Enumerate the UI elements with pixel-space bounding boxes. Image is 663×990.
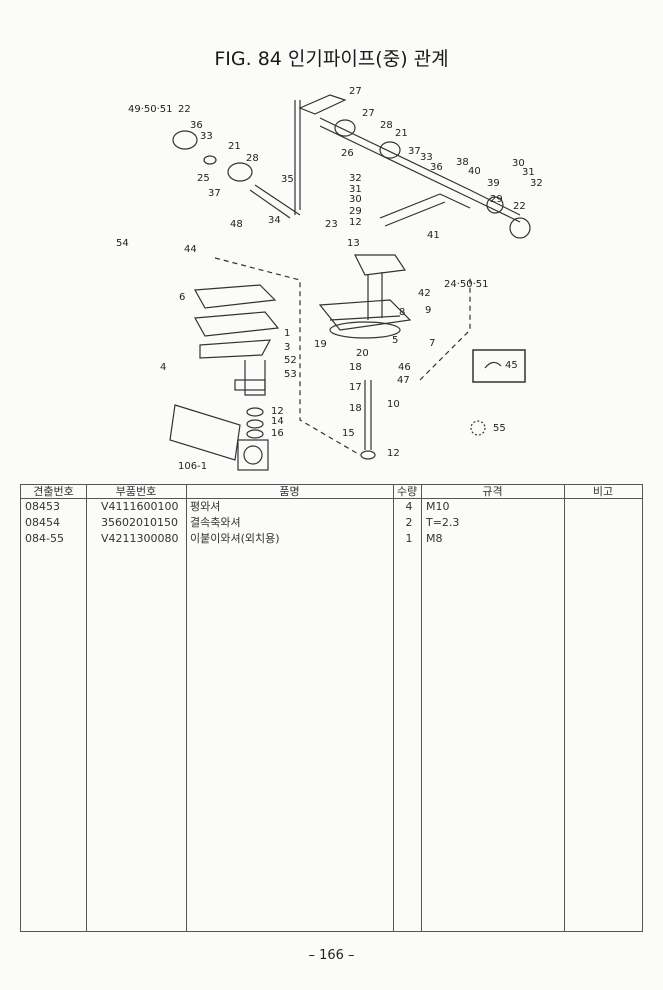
- callout-label: 38: [456, 157, 469, 168]
- callout-label: 27: [349, 86, 362, 97]
- callout-label: 22: [178, 104, 191, 115]
- callout-label: 52: [284, 355, 297, 366]
- callout-label: 30: [512, 158, 525, 169]
- table-header-row: [21, 485, 642, 499]
- callout-label: 106-1: [178, 461, 207, 472]
- callout-label: 7: [429, 338, 435, 349]
- callout-label: 25: [197, 173, 210, 184]
- callout-label: 8: [399, 307, 405, 318]
- callout-label: 15: [342, 428, 355, 439]
- callout-label: 6: [179, 292, 185, 303]
- page-number: – 166 –: [308, 948, 355, 963]
- callout-label: 16: [271, 428, 284, 439]
- callout-label: 48: [230, 219, 243, 230]
- header-quantity: 수량: [396, 485, 418, 498]
- cell-quantity: 2: [405, 516, 413, 529]
- callout-label: 47: [397, 375, 410, 386]
- callout-label: 49·50·51: [128, 104, 173, 115]
- callout-label: 32: [349, 173, 362, 184]
- callout-label: 31: [522, 167, 535, 178]
- callout-label: 39: [487, 178, 500, 189]
- cell-spec: T=2.3: [426, 516, 460, 529]
- callout-label: 53: [284, 369, 297, 380]
- callout-label: 5: [392, 335, 398, 346]
- callout-label: 14: [271, 416, 284, 427]
- callout-label: 46: [398, 362, 411, 373]
- callout-label: 21: [228, 141, 241, 152]
- cell-index-no: 08453: [25, 500, 60, 513]
- callout-label: 31: [349, 184, 362, 195]
- header-part-name: 품명: [279, 485, 300, 498]
- callout-label: 12: [387, 448, 400, 459]
- callout-label: 12: [271, 406, 284, 417]
- cell-part-name: 이붙이와셔(외치용): [190, 532, 280, 545]
- callout-label: 20: [356, 348, 369, 359]
- callout-label: 3: [284, 342, 290, 353]
- cell-part-no: V4211300080: [101, 532, 179, 545]
- callout-label: 19: [314, 339, 327, 350]
- cell-part-no: 35602010150: [101, 516, 178, 529]
- callout-label: 37: [208, 188, 221, 199]
- callout-label: 10: [387, 399, 400, 410]
- callout-label: 37: [408, 146, 421, 157]
- figure-title: FIG. 84 인기파이프(중) 관계: [214, 48, 449, 70]
- diagram-linework: [169, 94, 531, 471]
- callout-label: 28: [246, 153, 259, 164]
- callout-label: 1: [284, 328, 290, 339]
- callout-label: 17: [349, 382, 362, 393]
- callout-label: 45: [505, 360, 518, 371]
- callout-label: 24·50·51: [444, 279, 489, 290]
- callout-label: 23: [325, 219, 338, 230]
- callout-label: 40: [468, 166, 481, 177]
- callout-label: 26: [341, 148, 354, 159]
- header-remarks: 비고: [592, 485, 614, 498]
- callout-label: 18: [349, 403, 362, 414]
- callout-label: 36: [430, 162, 443, 173]
- cell-quantity: 4: [405, 500, 413, 513]
- cell-part-no: V4111600100: [101, 500, 179, 513]
- callout-label: 27: [362, 108, 375, 119]
- callout-label: 21: [395, 128, 408, 139]
- callout-label: 32: [530, 178, 543, 189]
- callout-label: 29: [349, 206, 362, 217]
- callout-label: 12: [349, 217, 362, 228]
- callout-label: 9: [425, 305, 431, 316]
- callout-label: 4: [160, 362, 166, 373]
- callout-label: 36: [190, 120, 203, 131]
- callout-label: 41: [427, 230, 440, 241]
- callout-label: 33: [200, 131, 213, 142]
- callout-label: 54: [116, 238, 129, 249]
- callout-label: 34: [268, 215, 281, 226]
- cell-part-name: 평와셔: [190, 500, 221, 513]
- callout-label: 28: [380, 120, 393, 131]
- cell-spec: M10: [426, 500, 450, 513]
- header-index-no: 견출번호: [33, 485, 74, 498]
- cell-quantity: 1: [405, 532, 413, 545]
- callout-label: 30: [349, 194, 362, 205]
- callout-label: 55: [493, 423, 506, 434]
- cell-part-name: 결속축와셔: [190, 516, 241, 529]
- parts-table: 견출번호 부품번호 품명 수량 규격 비고 08453 V4111600100 평와…: [20, 484, 643, 932]
- callout-label: 29: [490, 194, 503, 205]
- callout-label: 42: [418, 288, 431, 299]
- header-part-no: 부품번호: [115, 485, 157, 498]
- header-spec: 규격: [482, 485, 503, 498]
- callout-label: 13: [347, 238, 360, 249]
- callout-label: 44: [184, 244, 197, 255]
- cell-index-no: 08454: [25, 516, 60, 529]
- callout-label: 22: [513, 201, 526, 212]
- callout-label: 18: [349, 362, 362, 373]
- cell-spec: M8: [426, 532, 443, 545]
- callout-label: 33: [420, 152, 433, 163]
- callout-label: 35: [281, 174, 294, 185]
- cell-index-no: 084-55: [25, 532, 64, 545]
